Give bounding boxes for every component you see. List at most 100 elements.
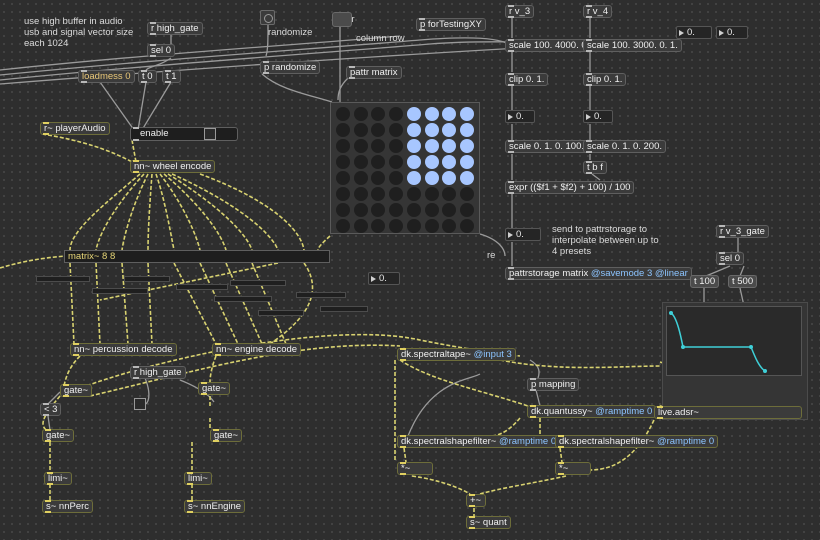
matrix-cell[interactable] bbox=[406, 187, 421, 201]
gate-right-1-object[interactable]: gate~ bbox=[198, 382, 231, 395]
shapefilter-2-object[interactable]: dk.spectralshapefilter~ @ramptime 0 bbox=[555, 435, 719, 448]
matrix-cell[interactable] bbox=[389, 123, 404, 137]
matrix-cell[interactable] bbox=[371, 171, 386, 185]
matrix-cell[interactable] bbox=[335, 171, 350, 185]
number-box-send[interactable]: 0. bbox=[505, 228, 541, 241]
gain-slider-8[interactable] bbox=[296, 292, 346, 298]
matrix-cell[interactable] bbox=[353, 187, 368, 201]
t-100-object[interactable]: t 100 bbox=[690, 275, 720, 288]
sel-0-object[interactable]: sel 0 bbox=[147, 44, 176, 57]
t-0-object[interactable]: t 0 bbox=[138, 70, 157, 83]
pattr-matrix-object[interactable]: pattr matrix bbox=[346, 66, 402, 79]
r-high-gate-mid-object[interactable]: r high_gate bbox=[130, 366, 186, 379]
matrix-cell[interactable] bbox=[406, 107, 421, 121]
matrix-cell[interactable] bbox=[389, 139, 404, 153]
t-500-object[interactable]: t 500 bbox=[728, 275, 758, 288]
clip-1-object[interactable]: clip 0. 1. bbox=[505, 73, 549, 86]
matrix-cell[interactable] bbox=[371, 155, 386, 169]
matrix-8-8-object[interactable]: matrix~ 8 8 bbox=[64, 250, 330, 263]
number-box-clip2[interactable]: 0. bbox=[583, 110, 613, 123]
gate-toggle[interactable] bbox=[134, 398, 146, 410]
engine-decode-object[interactable]: nn~ engine decode bbox=[212, 343, 302, 356]
p-fortestingxy-object[interactable]: p forTestingXY bbox=[416, 18, 486, 31]
enable-toggle[interactable] bbox=[204, 128, 216, 140]
matrix-cell[interactable] bbox=[442, 155, 457, 169]
s-quant-object[interactable]: s~ quant bbox=[466, 516, 511, 529]
limi-left-object[interactable]: limi~ bbox=[44, 472, 72, 485]
multiply-1-object[interactable]: *~ bbox=[397, 462, 433, 475]
matrix-cell[interactable] bbox=[424, 171, 439, 185]
spectral-tape-object[interactable]: dk.spectraltape~ @input 3 bbox=[397, 348, 516, 361]
matrix-cell[interactable] bbox=[353, 171, 368, 185]
matrix-cell[interactable] bbox=[460, 187, 475, 201]
matrix-cell[interactable] bbox=[460, 107, 475, 121]
matrix-cell[interactable] bbox=[460, 203, 475, 217]
matrix-cell[interactable] bbox=[371, 107, 386, 121]
matrix-cell[interactable] bbox=[460, 123, 475, 137]
matrix-cell[interactable] bbox=[424, 107, 439, 121]
matrix-cell[interactable] bbox=[389, 107, 404, 121]
t-1-object[interactable]: t 1 bbox=[162, 70, 181, 83]
r-v3-gate-object[interactable]: r v_3_gate bbox=[716, 225, 769, 238]
quantussy-object[interactable]: dk.quantussy~ @ramptime 0 bbox=[527, 405, 657, 418]
enable-control[interactable]: enable bbox=[130, 127, 238, 141]
matrix-cell[interactable] bbox=[424, 139, 439, 153]
scale-4-object[interactable]: scale 0. 1. 0. 200. bbox=[583, 140, 666, 153]
matrix-cell[interactable] bbox=[442, 139, 457, 153]
scale-2-object[interactable]: scale 100. 3000. 0. 1. bbox=[583, 39, 682, 52]
matrix-cell[interactable] bbox=[406, 139, 421, 153]
r-v4-object[interactable]: r v_4 bbox=[583, 5, 613, 18]
matrix-cell[interactable] bbox=[335, 155, 350, 169]
matrix-cell[interactable] bbox=[389, 187, 404, 201]
matrix-cell[interactable] bbox=[424, 155, 439, 169]
matrix-cell[interactable] bbox=[424, 123, 439, 137]
matrixctrl-grid[interactable] bbox=[330, 102, 480, 234]
limi-right-object[interactable]: limi~ bbox=[184, 472, 212, 485]
gain-slider-2[interactable] bbox=[92, 288, 148, 294]
matrix-cell[interactable] bbox=[389, 203, 404, 217]
gain-slider-6[interactable] bbox=[230, 280, 286, 286]
number-box-clip1[interactable]: 0. bbox=[505, 110, 535, 123]
shapefilter-1-object[interactable]: dk.spectralshapefilter~ @ramptime 0 bbox=[397, 435, 561, 448]
gain-slider-5[interactable] bbox=[214, 296, 272, 302]
matrix-cell[interactable] bbox=[460, 139, 475, 153]
matrix-cell[interactable] bbox=[371, 139, 386, 153]
t-b-f-object[interactable]: t b f bbox=[583, 161, 607, 174]
matrix-cell[interactable] bbox=[353, 107, 368, 121]
matrix-cell[interactable] bbox=[353, 139, 368, 153]
number-box-r1[interactable]: 0. bbox=[676, 26, 712, 39]
matrix-cell[interactable] bbox=[424, 219, 439, 233]
matrix-cell[interactable] bbox=[406, 123, 421, 137]
matrix-cell[interactable] bbox=[406, 203, 421, 217]
loadmess-object[interactable]: loadmess 0 bbox=[78, 70, 135, 83]
matrix-cell[interactable] bbox=[335, 219, 350, 233]
matrix-cell[interactable] bbox=[389, 219, 404, 233]
matrix-cell[interactable] bbox=[371, 219, 386, 233]
gate-right-2-object[interactable]: gate~ bbox=[210, 429, 243, 442]
matrix-cell[interactable] bbox=[335, 187, 350, 201]
matrix-cell[interactable] bbox=[371, 203, 386, 217]
matrix-cell[interactable] bbox=[424, 187, 439, 201]
matrix-cell[interactable] bbox=[371, 123, 386, 137]
gain-slider-9[interactable] bbox=[320, 306, 368, 312]
matrix-cell[interactable] bbox=[442, 203, 457, 217]
plus-object[interactable]: +~ bbox=[466, 494, 486, 507]
gain-slider-4[interactable] bbox=[176, 284, 228, 290]
matrix-cell[interactable] bbox=[389, 171, 404, 185]
matrix-cell[interactable] bbox=[335, 203, 350, 217]
s-nnperc-object[interactable]: s~ nnPerc bbox=[42, 500, 94, 513]
sel-0-right-object[interactable]: sel 0 bbox=[716, 252, 745, 265]
p-mapping-object[interactable]: p mapping bbox=[527, 378, 580, 391]
matrix-cell[interactable] bbox=[442, 187, 457, 201]
p-randomize-object[interactable]: p randomize bbox=[260, 61, 321, 74]
matrix-cell[interactable] bbox=[460, 171, 475, 185]
gate-left-2-object[interactable]: gate~ bbox=[42, 429, 75, 442]
matrix-cell[interactable] bbox=[460, 219, 475, 233]
gain-slider-7[interactable] bbox=[258, 310, 304, 316]
r-high-gate-object[interactable]: r high_gate bbox=[147, 22, 203, 35]
pattrstorage-object[interactable]: pattrstorage matrix @savemode 3 @linear bbox=[505, 267, 692, 280]
live-adsr-object[interactable]: live.adsr~ bbox=[654, 406, 802, 419]
matrix-cell[interactable] bbox=[406, 219, 421, 233]
r-v3-object[interactable]: r v_3 bbox=[505, 5, 535, 18]
matrix-cell[interactable] bbox=[353, 203, 368, 217]
